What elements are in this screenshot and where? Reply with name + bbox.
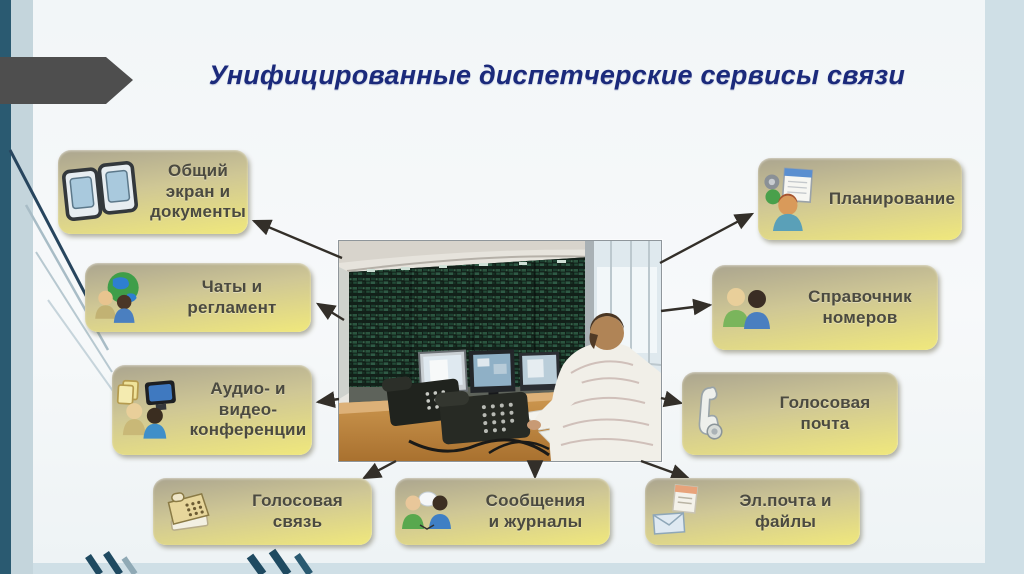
callout-label: Планирование xyxy=(828,188,956,208)
globe-users-icon xyxy=(85,269,153,327)
title-arrow-shape xyxy=(0,57,133,104)
chat-users-icon xyxy=(395,487,461,537)
calendar-user-icon xyxy=(758,167,822,231)
mail-files-icon xyxy=(645,483,711,540)
users-monitor-icon xyxy=(112,379,184,441)
slide-title: Унифицированные диспетчерские сервисы св… xyxy=(208,60,906,90)
contacts-icon xyxy=(712,281,782,335)
desk-phone-icon xyxy=(153,484,223,540)
left-accent-bar xyxy=(0,0,11,574)
callout-planning: Планирование xyxy=(758,158,962,240)
control-room-photo xyxy=(338,240,662,462)
dual-monitors-icon xyxy=(58,156,148,228)
handset-icon xyxy=(682,384,752,444)
